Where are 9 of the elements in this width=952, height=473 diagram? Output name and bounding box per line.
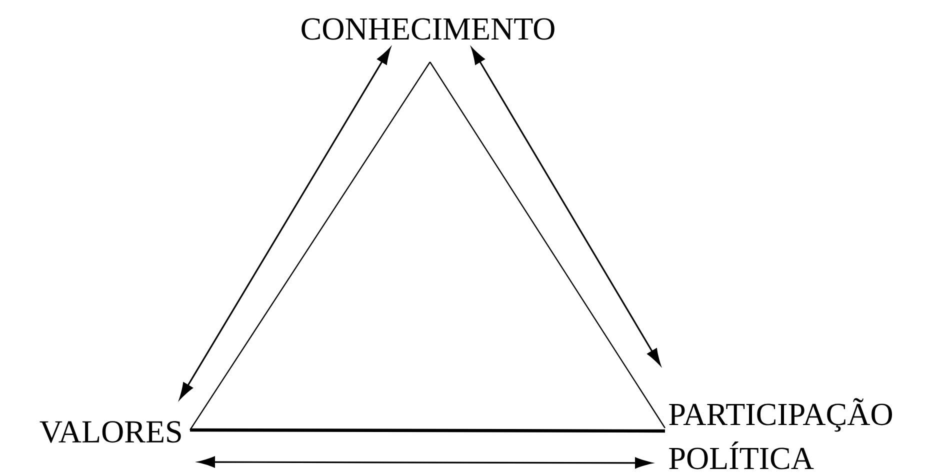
- double-arrow: [179, 48, 391, 400]
- concept-label: CONHECIMENTO: [302, 18, 554, 40]
- triangle-side: [430, 62, 666, 428]
- concept-label: PARTICIPAÇÃO POLÍTICA: [669, 398, 892, 470]
- triangle-side: [190, 62, 431, 430]
- double-arrow: [471, 48, 661, 366]
- concept-label: VALORES: [40, 421, 181, 443]
- double-arrow: [198, 456, 652, 468]
- triangle-side: [190, 428, 665, 433]
